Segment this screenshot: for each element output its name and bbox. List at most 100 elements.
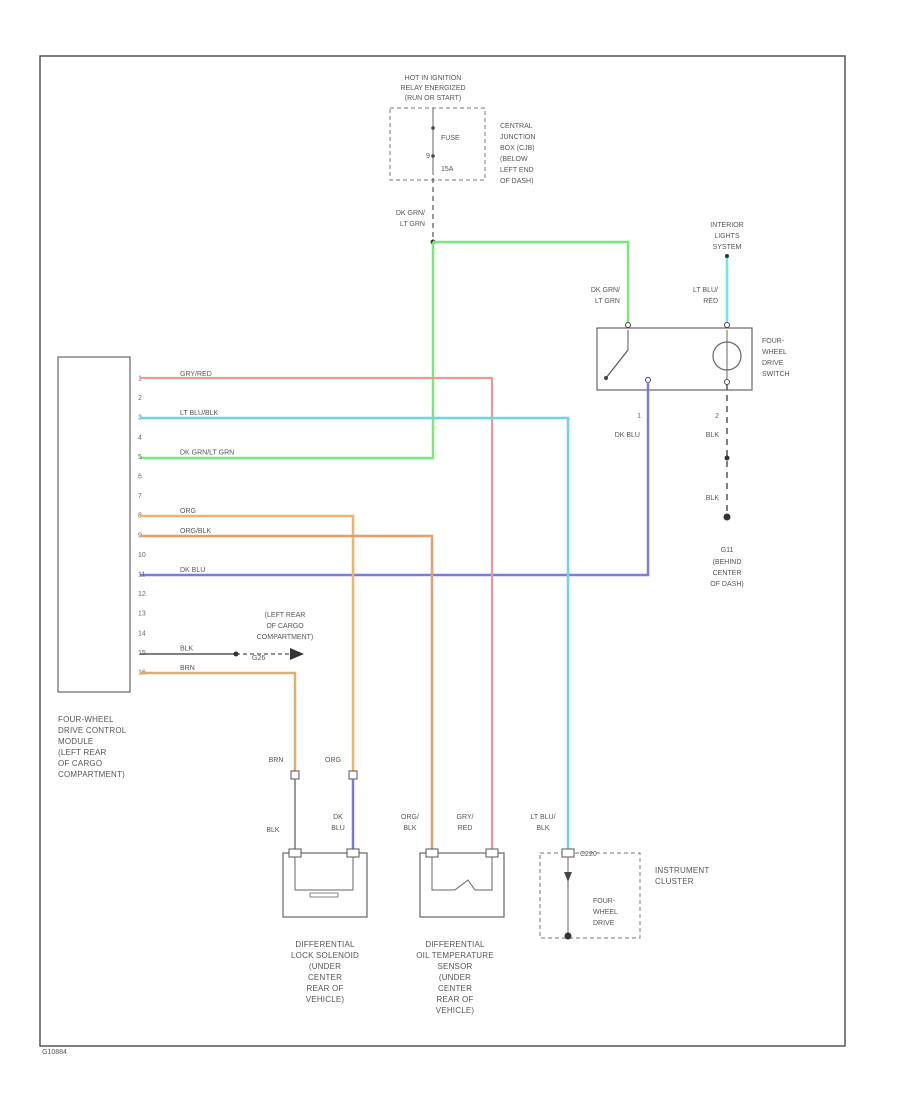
- module-pin-wire-label: DK BLU: [180, 567, 205, 574]
- svg-text:COMPARTMENT): COMPARTMENT): [58, 770, 125, 779]
- svg-text:(BELOW: (BELOW: [500, 156, 528, 163]
- wire-lt-blu-blk: [140, 416, 570, 853]
- svg-text:BLK: BLK: [403, 825, 417, 832]
- svg-text:OIL TEMPERATURE: OIL TEMPERATURE: [416, 951, 494, 960]
- module-pin-wire-label: LT BLU/BLK: [180, 410, 219, 417]
- svg-text:VEHICLE): VEHICLE): [436, 1006, 475, 1015]
- svg-text:LT GRN: LT GRN: [595, 298, 620, 305]
- svg-text:(LEFT REAR: (LEFT REAR: [265, 612, 306, 619]
- diagram-frame: [39, 55, 846, 1047]
- switch-out-blk-1: BLK: [706, 432, 720, 439]
- cluster-indicator-lamp: [564, 932, 572, 940]
- wire-org: [140, 514, 355, 775]
- svg-text:FOUR-: FOUR-: [593, 898, 616, 905]
- svg-text:DRIVE: DRIVE: [762, 360, 784, 367]
- svg-text:DRIVE: DRIVE: [593, 920, 615, 927]
- sensor-pin-b: [485, 848, 499, 858]
- svg-text:FOUR-: FOUR-: [762, 338, 785, 345]
- svg-text:CENTER: CENTER: [438, 984, 472, 993]
- svg-text:(UNDER: (UNDER: [439, 973, 471, 982]
- svg-text:DK: DK: [333, 814, 343, 821]
- svg-text:BOX (CJB): BOX (CJB): [500, 145, 535, 152]
- module-pin-wire-label: GRY/RED: [180, 371, 212, 378]
- ground-location-label: (BEHIND CENTER OF DASH): [710, 559, 743, 588]
- module-pin-number: 5: [138, 454, 142, 461]
- interior-lights-terminal: [725, 254, 729, 258]
- wire-brn: [140, 671, 297, 775]
- svg-text:DIFFERENTIAL: DIFFERENTIAL: [295, 940, 355, 949]
- svg-text:LT BLU/: LT BLU/: [530, 814, 555, 821]
- switch-out-blk-2: BLK: [706, 495, 720, 502]
- solenoid-coil-body: [309, 892, 339, 898]
- svg-text:DRIVE CONTROL: DRIVE CONTROL: [58, 726, 127, 735]
- differential-lock-solenoid: [282, 852, 368, 918]
- svg-text:ORG: ORG: [325, 757, 341, 764]
- instrument-cluster: [539, 852, 641, 939]
- solenoid-pin-b: [346, 848, 360, 858]
- cluster-indicator-label: FOUR- WHEEL DRIVE: [593, 898, 618, 927]
- module-pin-number: 12: [138, 591, 146, 598]
- cluster-connector: [561, 848, 575, 858]
- module-pin-number: 14: [138, 630, 146, 637]
- fuse-terminal-bottom: [431, 154, 435, 158]
- interior-lights-label: INTERIOR LIGHTS SYSTEM: [710, 222, 743, 251]
- wire-label-dk-grn: DK GRN/: [396, 210, 425, 217]
- module-pin-number: 11: [138, 572, 145, 579]
- cluster-connector-id: C220: [580, 851, 597, 858]
- fuse-label: FUSE: [441, 135, 460, 142]
- switch-pivot: [604, 376, 608, 380]
- switch-name-label: FOUR- WHEEL DRIVE SWITCH: [762, 338, 790, 378]
- switch-pin-2: 2: [715, 413, 719, 420]
- switch-terminal-d: [724, 379, 730, 385]
- module-pin-number: 2: [138, 395, 142, 402]
- svg-text:SENSOR: SENSOR: [438, 962, 473, 971]
- differential-oil-temperature-sensor: [419, 852, 505, 918]
- ground-g26-symbol: [290, 648, 304, 660]
- cargo-ground-id: G26: [252, 655, 265, 662]
- svg-text:CENTER: CENTER: [713, 570, 742, 577]
- module-pin-wire-label: ORG/BLK: [180, 528, 211, 535]
- svg-text:LEFT END: LEFT END: [500, 167, 534, 174]
- module-pin-number: 6: [138, 474, 142, 481]
- svg-text:INSTRUMENT: INSTRUMENT: [655, 866, 709, 875]
- switch-blade: [605, 349, 629, 379]
- svg-text:REAR OF: REAR OF: [437, 995, 474, 1004]
- four-wheel-drive-switch: [596, 327, 753, 391]
- junction-box-outline: [389, 107, 486, 181]
- wire-org-blk: [140, 534, 434, 853]
- module-pin-wire-label: BLK: [180, 645, 194, 652]
- ground-id: G11: [721, 547, 734, 554]
- svg-text:(UNDER: (UNDER: [309, 962, 341, 971]
- power-source-label: HOT IN IGNITION RELAY ENERGIZED (RUN OR …: [400, 75, 465, 102]
- temp-sensor-label: DIFFERENTIAL OIL TEMPERATURE SENSOR (UND…: [416, 940, 494, 1015]
- fuse-number: 9: [426, 153, 430, 160]
- switch-wire-labels: DK GRN/ LT GRN LT BLU/ RED: [591, 287, 718, 305]
- cargo-ground-location-label: (LEFT REAR OF CARGO COMPARTMENT): [257, 612, 314, 641]
- cargo-ground-splice: [233, 651, 239, 657]
- svg-text:RED: RED: [703, 298, 718, 305]
- svg-text:MODULE: MODULE: [58, 737, 93, 746]
- module-pin-number: 13: [138, 611, 146, 618]
- inline-connector-org: [348, 770, 358, 780]
- svg-text:BLU: BLU: [331, 825, 345, 832]
- switch-pin-1: 1: [637, 413, 641, 420]
- svg-text:(BEHIND: (BEHIND: [713, 559, 742, 566]
- svg-text:OF CARGO: OF CARGO: [266, 623, 304, 630]
- svg-text:HOT IN IGNITION: HOT IN IGNITION: [405, 75, 462, 82]
- svg-text:OF DASH): OF DASH): [500, 178, 533, 185]
- switch-out-dk-blu: DK BLU: [615, 432, 640, 439]
- junction-box-label: CENTRAL JUNCTION BOX (CJB) (BELOW LEFT E…: [500, 123, 535, 185]
- wire-label-lt-grn: LT GRN: [400, 221, 425, 228]
- svg-text:(RUN OR START): (RUN OR START): [405, 95, 462, 102]
- wire-dk-blu: [140, 382, 650, 577]
- figure-id: G10884: [42, 1049, 67, 1056]
- module-pin-number: 4: [138, 434, 142, 441]
- svg-text:ORG/: ORG/: [401, 814, 419, 821]
- cluster-indicator-arrow: [564, 872, 572, 882]
- instrument-cluster-label: INSTRUMENT CLUSTER: [655, 866, 709, 886]
- sensor-pin-a: [425, 848, 439, 858]
- svg-text:BRN: BRN: [269, 757, 284, 764]
- svg-text:WHEEL: WHEEL: [762, 349, 787, 356]
- svg-text:RELAY ENERGIZED: RELAY ENERGIZED: [400, 85, 465, 92]
